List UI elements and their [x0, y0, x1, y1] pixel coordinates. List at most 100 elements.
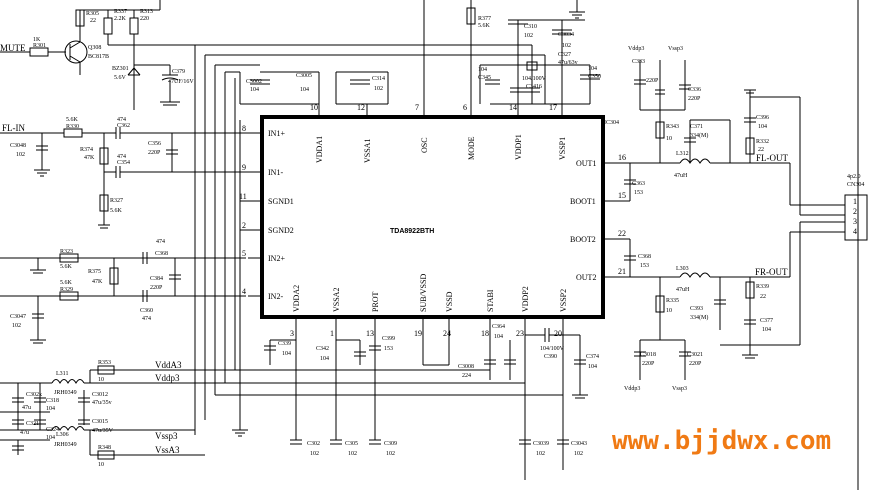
- svg-text:Vssp3: Vssp3: [672, 386, 687, 392]
- svg-text:C302: C302: [307, 441, 320, 447]
- svg-text:BOOT2: BOOT2: [570, 235, 596, 244]
- svg-text:47u: 47u: [22, 405, 31, 411]
- svg-text:220P: 220P: [646, 78, 659, 84]
- svg-text:C364: C364: [492, 324, 505, 330]
- svg-text:C3043: C3043: [571, 441, 587, 447]
- svg-text:104: 104: [46, 435, 55, 441]
- svg-text:10: 10: [98, 377, 104, 383]
- svg-text:OUT1: OUT1: [576, 159, 596, 168]
- svg-text:104: 104: [762, 327, 771, 333]
- svg-text:VDDA1: VDDA1: [315, 136, 324, 163]
- svg-text:C339: C339: [278, 341, 291, 347]
- svg-text:R327: R327: [110, 198, 123, 204]
- svg-text:220P: 220P: [689, 361, 702, 367]
- svg-text:6: 6: [463, 103, 467, 112]
- svg-text:C321: C321: [26, 421, 39, 427]
- svg-text:VSSA2: VSSA2: [332, 288, 341, 312]
- svg-text:R343: R343: [666, 124, 679, 130]
- svg-text:STABI: STABI: [486, 289, 495, 312]
- svg-text:BOOT1: BOOT1: [570, 197, 596, 206]
- svg-text:Vssp3: Vssp3: [668, 46, 683, 52]
- svg-text:5.6K: 5.6K: [478, 23, 491, 29]
- top-pins: 10 12 7 6 14 17 VDDA1 VSSA1 OSC MODE VDD…: [310, 103, 567, 163]
- svg-text:C363: C363: [632, 181, 645, 187]
- svg-text:16: 16: [618, 153, 626, 162]
- svg-text:C356: C356: [148, 141, 161, 147]
- svg-text:C305: C305: [345, 441, 358, 447]
- svg-text:C324: C324: [46, 427, 59, 433]
- svg-text:CN304: CN304: [847, 182, 864, 188]
- svg-text:C3015: C3015: [92, 419, 108, 425]
- svg-text:C399: C399: [382, 336, 395, 342]
- svg-text:18: 18: [481, 329, 489, 338]
- svg-text:C309: C309: [384, 441, 397, 447]
- svg-text:C3018: C3018: [640, 352, 656, 358]
- svg-text:C3048: C3048: [10, 143, 26, 149]
- svg-text:C379: C379: [172, 69, 185, 75]
- svg-text:IN2-: IN2-: [268, 292, 283, 301]
- bottom-wiring: [215, 328, 588, 480]
- svg-text:474: 474: [117, 117, 126, 123]
- svg-text:C302x: C302x: [26, 392, 42, 398]
- svg-text:C342: C342: [316, 346, 329, 352]
- svg-text:9: 9: [242, 163, 246, 172]
- svg-text:7: 7: [415, 103, 419, 112]
- svg-text:104/100V: 104/100V: [522, 76, 547, 82]
- svg-text:R348: R348: [98, 445, 111, 451]
- svg-text:R330: R330: [66, 124, 79, 130]
- svg-text:4: 4: [242, 287, 246, 296]
- svg-text:5: 5: [242, 249, 246, 258]
- svg-text:VddA3: VddA3: [155, 360, 182, 370]
- svg-text:JRH0349: JRH0349: [54, 442, 77, 448]
- svg-text:102: 102: [386, 451, 395, 457]
- svg-text:Vddp3: Vddp3: [628, 46, 644, 52]
- svg-text:24: 24: [443, 329, 451, 338]
- svg-text:FL-IN: FL-IN: [2, 123, 25, 133]
- power-section: [0, 365, 235, 460]
- left-pins: 8 IN1+ 9 IN1- 11 SGND1 2 SGND2 5 IN2+ 4 …: [239, 124, 294, 301]
- svg-text:R375: R375: [88, 269, 101, 275]
- svg-text:104: 104: [588, 66, 597, 72]
- svg-text:104: 104: [494, 334, 503, 340]
- svg-text:C3034: C3034: [558, 32, 574, 38]
- svg-text:220P: 220P: [150, 285, 163, 291]
- svg-text:C3005: C3005: [296, 73, 312, 79]
- svg-text:220P: 220P: [642, 361, 655, 367]
- svg-text:R301: R301: [33, 43, 46, 49]
- svg-text:3: 3: [290, 329, 294, 338]
- svg-text:104/100V: 104/100V: [540, 346, 565, 352]
- svg-text:PROT: PROT: [371, 291, 380, 312]
- svg-text:C377: C377: [760, 318, 773, 324]
- svg-text:20: 20: [554, 329, 562, 338]
- fl-input: [0, 127, 248, 229]
- svg-text:102: 102: [562, 43, 571, 49]
- svg-text:10: 10: [310, 103, 318, 112]
- svg-text:C350: C350: [588, 74, 601, 80]
- watermark: www.bjjdwx.com: [612, 426, 831, 456]
- svg-text:104: 104: [320, 356, 329, 362]
- svg-text:BC817B: BC817B: [88, 54, 109, 60]
- svg-text:R339: R339: [756, 284, 769, 290]
- svg-text:1: 1: [853, 197, 857, 206]
- svg-text:2: 2: [242, 221, 246, 230]
- svg-text:C3039: C3039: [533, 441, 549, 447]
- svg-text:4p2.0: 4p2.0: [847, 174, 861, 180]
- svg-text:C368: C368: [638, 254, 651, 260]
- svg-text:5.6V: 5.6V: [114, 75, 127, 81]
- svg-text:Vddp3: Vddp3: [155, 373, 180, 383]
- svg-text:8: 8: [242, 124, 246, 133]
- svg-text:102: 102: [574, 451, 583, 457]
- svg-text:17: 17: [549, 103, 557, 112]
- svg-text:1K: 1K: [33, 37, 41, 43]
- svg-text:R323: R323: [60, 249, 73, 255]
- svg-text:12: 12: [357, 103, 365, 112]
- svg-text:5.6K: 5.6K: [66, 117, 79, 123]
- svg-text:C371: C371: [690, 124, 703, 130]
- ic-body: [260, 115, 605, 319]
- svg-text:102: 102: [536, 451, 545, 457]
- svg-text:C333: C333: [632, 59, 645, 65]
- svg-text:C390: C390: [544, 354, 557, 360]
- svg-text:11: 11: [239, 192, 247, 201]
- svg-text:474: 474: [117, 154, 126, 160]
- svg-text:R353: R353: [98, 360, 111, 366]
